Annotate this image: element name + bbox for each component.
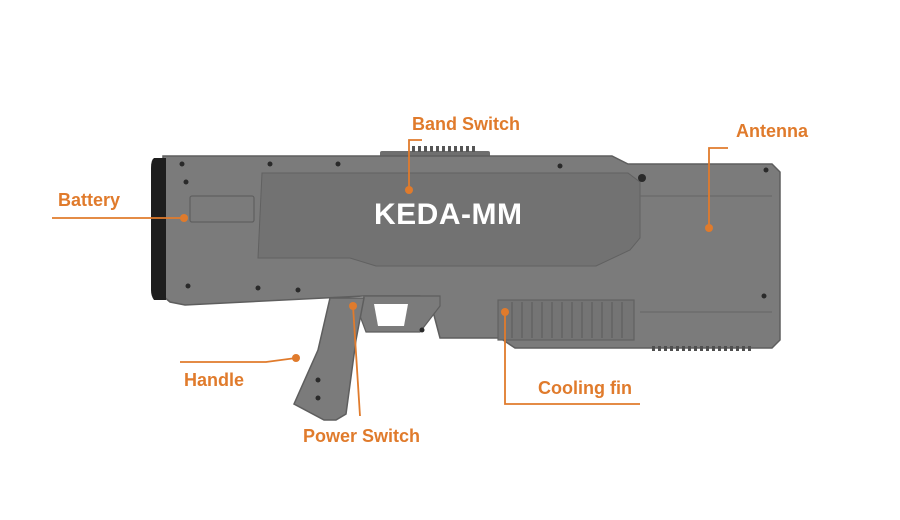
leader-antenna [708, 147, 728, 228]
callout-label-antenna: Antenna [736, 121, 808, 141]
callout-dots [180, 186, 713, 362]
cooling-fin-grille [497, 299, 635, 341]
callout-label-battery: Battery [58, 190, 121, 210]
antenna-panel-lines [640, 195, 772, 313]
callout-label-cooling-fin: Cooling fin [538, 378, 632, 398]
callout-label-band-switch: Band Switch [412, 114, 521, 134]
body-screws [179, 161, 769, 401]
battery-pack [151, 158, 166, 300]
handle-grip [293, 297, 365, 421]
trigger-opening [374, 304, 408, 326]
brand-text: KEDA-MM [374, 198, 523, 231]
leader-handle [180, 357, 297, 363]
leader-cooling-fin [504, 312, 640, 405]
callout-label-power-switch: Power Switch [303, 426, 421, 446]
callout-leaders [52, 139, 728, 417]
center-panel [257, 172, 641, 267]
leader-power-switch [352, 305, 361, 417]
callout-label-handle: Handle [184, 370, 245, 390]
antenna-bottom-teeth [652, 346, 751, 351]
leader-band-switch [408, 139, 422, 190]
battery-slot [189, 195, 255, 223]
